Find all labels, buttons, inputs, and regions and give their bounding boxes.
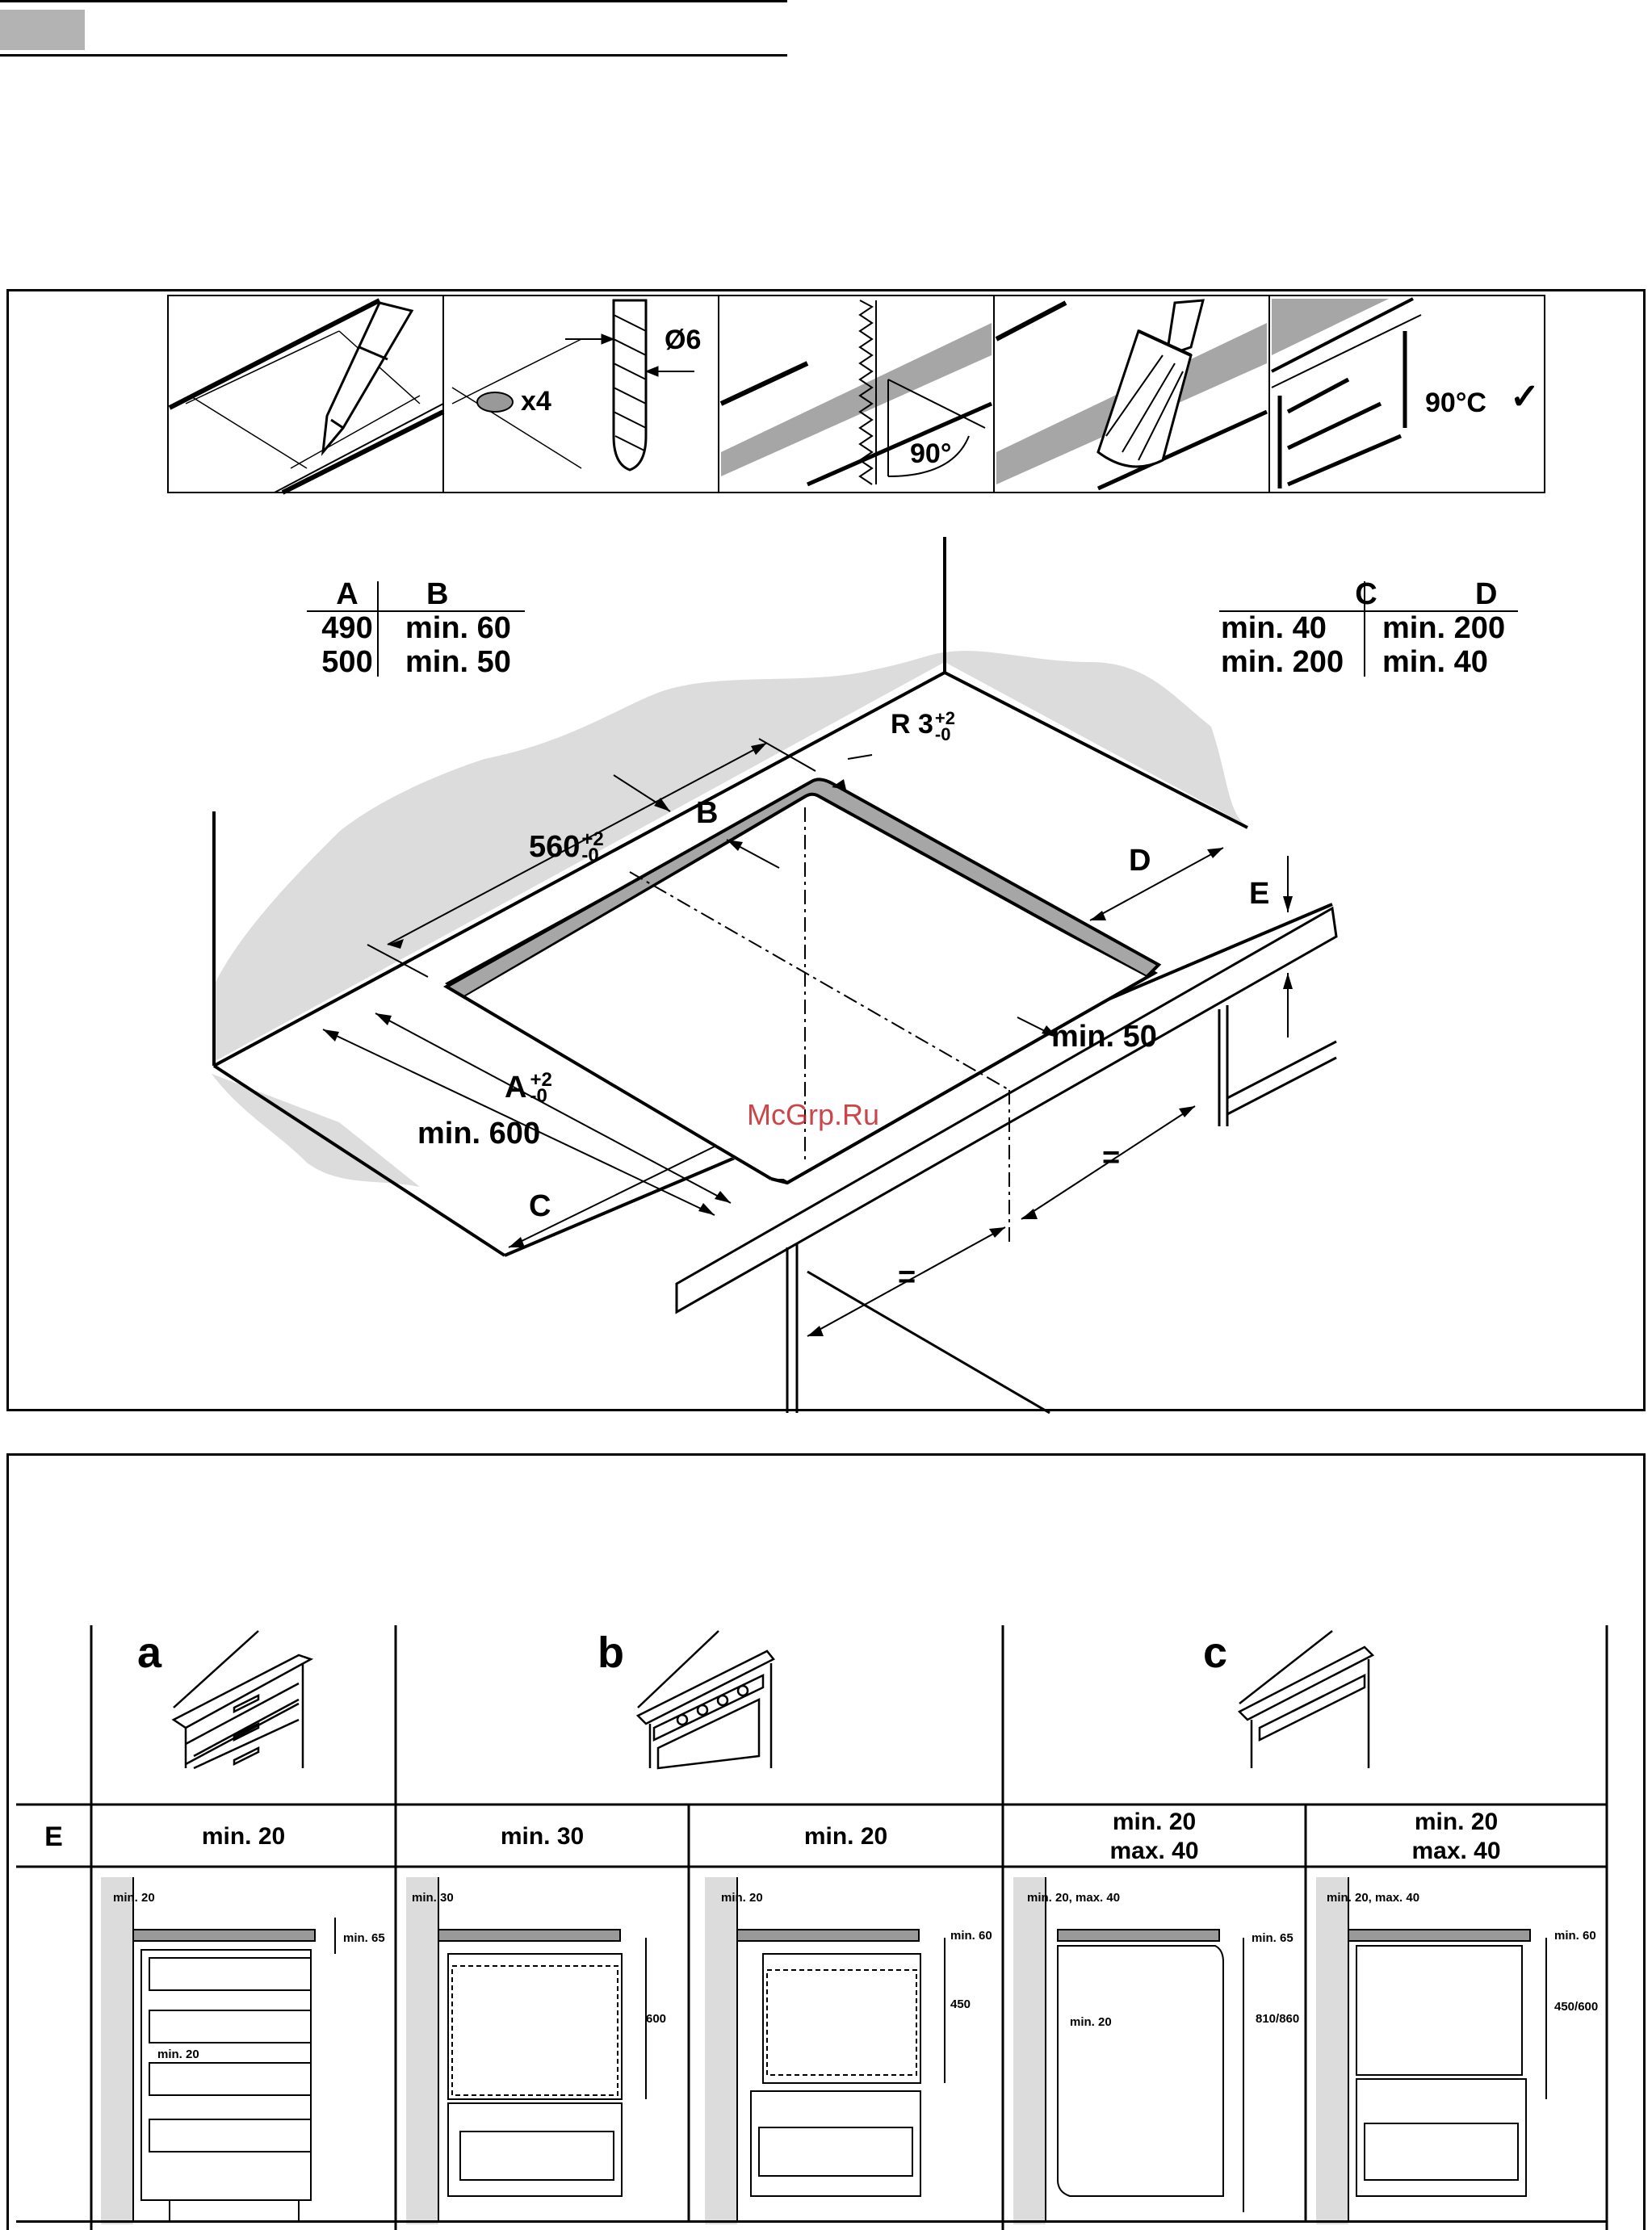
detail-c2-height: 450/600 — [1554, 2000, 1599, 2014]
cell-b1: min. 60 — [405, 611, 511, 645]
header-d: D — [1475, 577, 1498, 611]
equal-mark-2: = — [898, 1260, 916, 1294]
step-mark — [168, 298, 445, 495]
detail-b1-height: 600 — [646, 2012, 667, 2026]
detail-c1-gap: min. 20 — [1070, 2015, 1112, 2029]
detail-c1-height: 810/860 — [1256, 2012, 1300, 2026]
label-e: E — [1249, 877, 1270, 911]
detail-c — [1013, 1877, 1244, 2224]
cutout-frame — [442, 778, 1162, 1185]
header-rule-top — [0, 0, 787, 2]
centerlines — [629, 807, 1010, 1243]
header-a: A — [336, 577, 358, 611]
detail-b2 — [705, 1877, 945, 2224]
drill-count-label: x4 — [521, 386, 551, 417]
detail-a-side: min. 65 — [343, 1931, 385, 1945]
column-a-letter: a — [137, 1628, 162, 1677]
panel-install — [6, 1453, 1646, 2230]
hole-icon — [476, 392, 514, 413]
sketch-c — [1237, 1630, 1375, 1768]
step-seal — [995, 299, 1268, 491]
column-c-letter: c — [1203, 1628, 1228, 1677]
jigsaw-icon — [858, 300, 877, 485]
label-d: D — [1129, 844, 1151, 878]
depth-label: A+2-0 — [505, 1069, 552, 1107]
cell-a1: 490 — [321, 611, 373, 645]
sketch-b — [635, 1630, 775, 1770]
brush-icon — [1096, 299, 1205, 468]
dimension-arrows — [323, 743, 1293, 1336]
cell-c1: min. 40 — [1221, 611, 1327, 645]
worktop-depth-label: min. 600 — [417, 1117, 541, 1151]
detail-c1-top: min. 20, max. 40 — [1027, 1891, 1121, 1905]
header-b: B — [426, 577, 449, 611]
e-value-c2: min. 20 max. 40 — [1411, 1808, 1501, 1864]
step-saw — [719, 300, 993, 487]
cell-a2: 500 — [321, 645, 373, 679]
e-value-c1: min. 20 max. 40 — [1109, 1808, 1199, 1864]
watermark: McGrp.Ru — [747, 1098, 880, 1131]
detail-a-gap: min. 20 — [157, 2048, 199, 2061]
detail-c2 — [1316, 1877, 1547, 2224]
detail-c2-side: min. 60 — [1554, 1929, 1596, 1943]
detail-b2-side: min. 60 — [950, 1929, 992, 1943]
table-ab: A B 490 min. 60 500 min. 50 — [307, 577, 511, 679]
radius-label: R 3+2-0 — [891, 708, 956, 744]
row-label-e: E — [44, 1821, 63, 1852]
label-b: B — [696, 796, 719, 830]
panel-cutout — [6, 289, 1646, 1411]
e-value-b1: min. 30 — [500, 1822, 585, 1850]
detail-c1-side: min. 65 — [1252, 1931, 1294, 1945]
cell-b2: min. 50 — [405, 645, 511, 679]
header-c: C — [1355, 577, 1377, 611]
pencil-icon — [321, 301, 414, 456]
e-value-a: min. 20 — [201, 1822, 286, 1850]
front-distance-label: min. 50 — [1051, 1020, 1157, 1054]
width-label: 560+2-0 — [529, 828, 604, 866]
table-lines — [307, 581, 1518, 677]
drill-bit-icon — [612, 299, 648, 472]
worktop-front — [675, 906, 1338, 1415]
detail-c2-top: min. 20, max. 40 — [1327, 1891, 1420, 1905]
e-value-b2: min. 20 — [803, 1822, 888, 1850]
detail-b2-height: 450 — [950, 1997, 971, 2011]
detail-b — [406, 1877, 647, 2224]
detail-a — [101, 1877, 336, 2224]
header-rule-bottom — [0, 54, 787, 57]
detail-a-top: min. 20 — [113, 1891, 155, 1905]
label-c: C — [529, 1189, 551, 1223]
detail-b2-top: min. 20 — [721, 1891, 763, 1905]
detail-b1-top: min. 30 — [412, 1891, 454, 1905]
header-tab — [0, 10, 85, 50]
sketch-a — [171, 1630, 314, 1770]
column-b-letter: b — [597, 1628, 624, 1677]
drill-diameter-label: Ø6 — [665, 325, 702, 355]
step-drill — [451, 299, 694, 472]
heat-temp-label: 90°C — [1425, 388, 1486, 418]
step-heat — [1271, 297, 1422, 488]
bottom-rule — [16, 2220, 1607, 2223]
saw-angle-label: 90° — [910, 438, 952, 469]
check-icon: ✓ — [1510, 377, 1540, 417]
cell-d1: min. 200 — [1382, 611, 1506, 645]
step-strip — [167, 295, 1545, 493]
equal-mark-1: = — [1102, 1141, 1121, 1175]
cell-d2: min. 40 — [1382, 645, 1488, 679]
install-grid — [16, 1625, 1608, 2230]
cell-c2: min. 200 — [1221, 645, 1344, 679]
